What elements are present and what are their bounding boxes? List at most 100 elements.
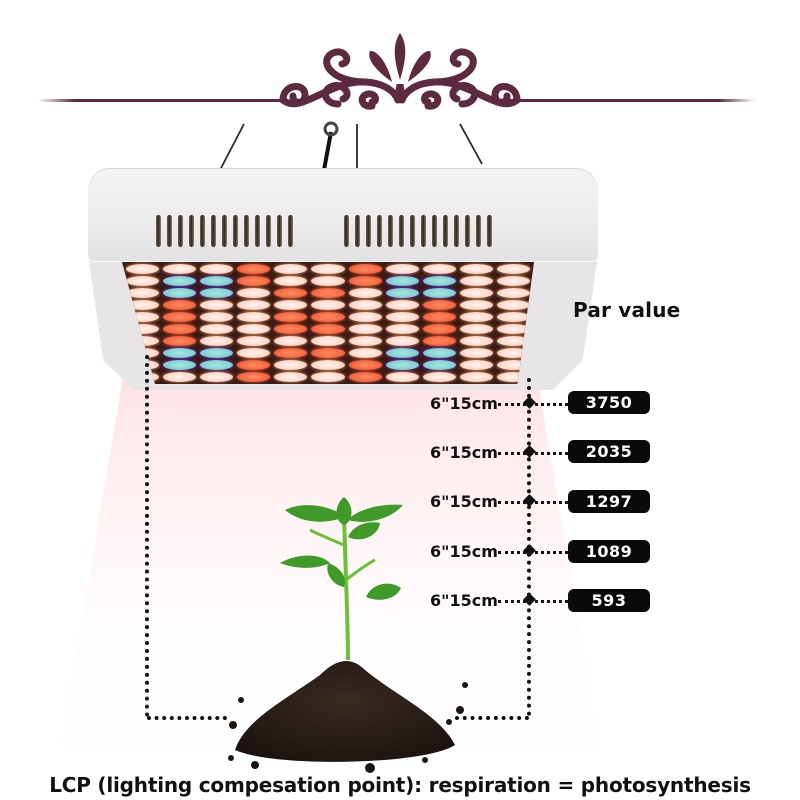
par-value-badge: 1089 — [568, 540, 650, 563]
led-warm-white — [311, 264, 345, 274]
led-red — [348, 360, 382, 370]
led-blue — [422, 360, 456, 370]
led-red — [311, 288, 345, 298]
led-red — [274, 288, 308, 298]
par-value-title: Par value — [573, 298, 681, 322]
led-warm-white — [348, 312, 382, 322]
par-value-badge: 1297 — [568, 490, 650, 513]
soil-mound — [228, 660, 468, 773]
led-warm-white — [126, 288, 160, 298]
led-warm-white — [126, 324, 160, 334]
led-blue — [385, 360, 419, 370]
led-warm-white — [126, 276, 160, 286]
led-red — [163, 336, 197, 346]
led-blue — [163, 348, 197, 358]
led-warm-white — [459, 348, 493, 358]
led-blue — [422, 276, 456, 286]
led-warm-white — [311, 372, 345, 382]
led-warm-white — [274, 372, 308, 382]
led-blue — [422, 288, 456, 298]
led-warm-white — [459, 276, 493, 286]
led-blue — [200, 276, 234, 286]
led-red — [422, 336, 456, 346]
led-warm-white — [348, 348, 382, 358]
led-red — [237, 276, 271, 286]
par-value-badge: 593 — [568, 589, 650, 612]
led-warm-white — [274, 264, 308, 274]
led-red — [237, 360, 271, 370]
led-warm-white — [348, 288, 382, 298]
led-red — [274, 312, 308, 322]
distance-label: 6"15cm — [430, 492, 498, 511]
led-blue — [385, 276, 419, 286]
led-blue — [385, 348, 419, 358]
led-warm-white — [200, 264, 234, 274]
led-warm-white — [496, 288, 530, 298]
led-red — [163, 324, 197, 334]
led-warm-white — [496, 276, 530, 286]
led-warm-white — [200, 312, 234, 322]
led-red — [311, 348, 345, 358]
led-warm-white — [237, 336, 271, 346]
distance-label: 6"15cm — [430, 443, 498, 462]
led-warm-white — [385, 372, 419, 382]
led-grid — [126, 264, 530, 382]
seedling-icon — [280, 497, 403, 661]
distance-label: 6"15cm — [430, 542, 498, 561]
led-red — [422, 324, 456, 334]
led-warm-white — [311, 276, 345, 286]
vent-grille-right — [344, 215, 492, 249]
led-warm-white — [237, 288, 271, 298]
led-warm-white — [274, 300, 308, 310]
par-value-badge: 2035 — [568, 440, 650, 463]
led-warm-white — [459, 264, 493, 274]
led-warm-white — [200, 324, 234, 334]
led-blue — [163, 288, 197, 298]
led-red — [348, 372, 382, 382]
vent-grille-left — [156, 215, 293, 249]
led-warm-white — [496, 348, 530, 358]
led-warm-white — [200, 300, 234, 310]
led-warm-white — [385, 324, 419, 334]
distance-label: 6"15cm — [430, 394, 498, 413]
led-warm-white — [459, 288, 493, 298]
led-warm-white — [311, 300, 345, 310]
led-red — [163, 312, 197, 322]
led-warm-white — [274, 336, 308, 346]
lcp-caption: LCP (lighting compesation point): respir… — [49, 773, 751, 797]
led-warm-white — [237, 324, 271, 334]
led-warm-white — [422, 372, 456, 382]
led-warm-white — [126, 264, 160, 274]
led-warm-white — [237, 312, 271, 322]
led-blue — [200, 288, 234, 298]
led-warm-white — [237, 300, 271, 310]
led-warm-white — [496, 372, 530, 382]
led-warm-white — [311, 360, 345, 370]
led-warm-white — [385, 336, 419, 346]
led-warm-white — [200, 336, 234, 346]
led-warm-white — [422, 264, 456, 274]
led-red — [422, 300, 456, 310]
led-warm-white — [274, 360, 308, 370]
led-warm-white — [496, 336, 530, 346]
bottom-right-dotted-line — [455, 716, 529, 720]
led-red — [163, 300, 197, 310]
led-red — [348, 276, 382, 286]
led-warm-white — [459, 372, 493, 382]
par-value-badge: 3750 — [568, 391, 650, 414]
led-blue — [422, 348, 456, 358]
led-warm-white — [126, 312, 160, 322]
led-warm-white — [163, 264, 197, 274]
fixture-housing — [88, 168, 598, 262]
led-red — [311, 312, 345, 322]
led-warm-white — [459, 324, 493, 334]
led-warm-white — [348, 300, 382, 310]
led-warm-white — [200, 372, 234, 382]
led-blue — [163, 360, 197, 370]
led-warm-white — [348, 336, 382, 346]
led-warm-white — [385, 312, 419, 322]
led-warm-white — [496, 324, 530, 334]
led-red — [274, 324, 308, 334]
led-warm-white — [496, 264, 530, 274]
led-red — [422, 312, 456, 322]
